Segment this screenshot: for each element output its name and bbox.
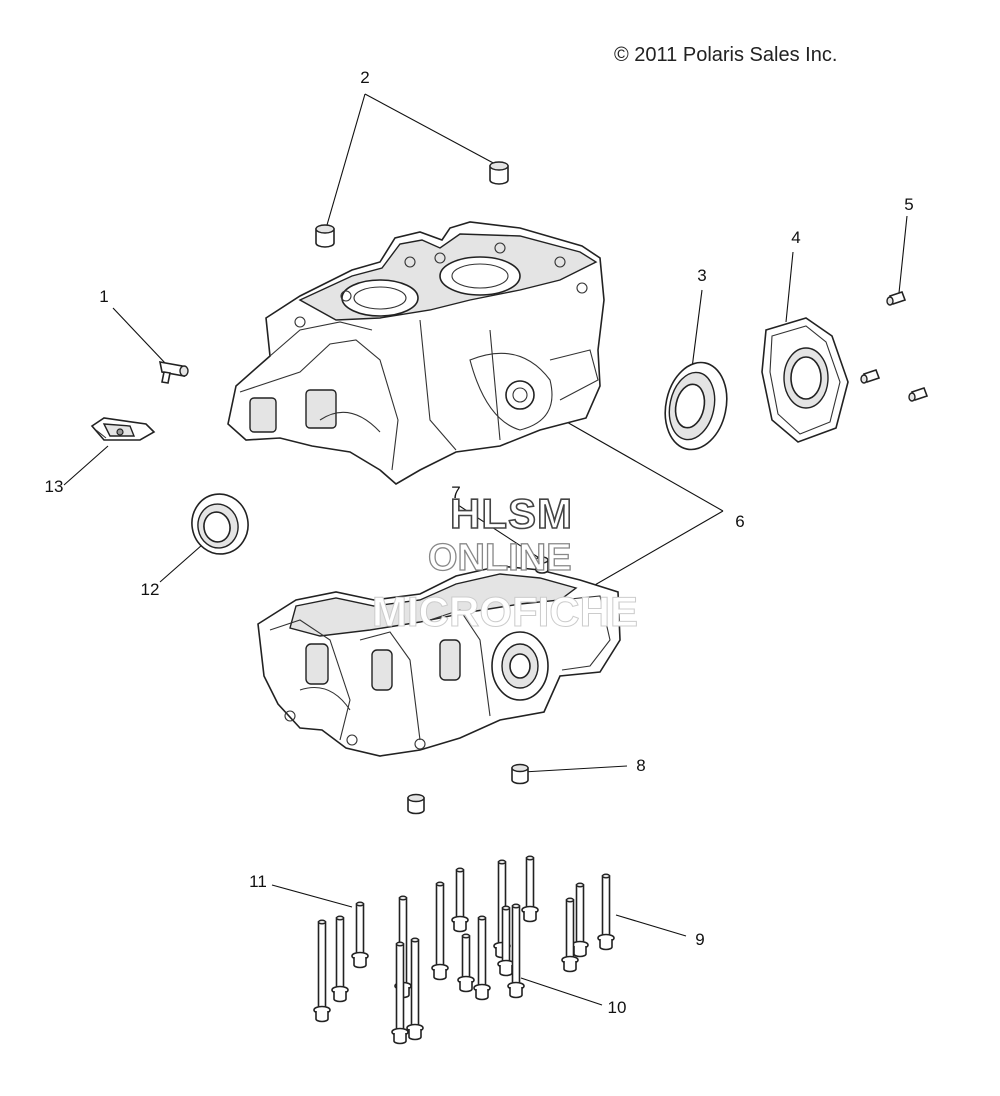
bolt-tip <box>355 901 365 907</box>
callout-10: 10 <box>607 998 627 1017</box>
bolt <box>507 903 525 999</box>
bolt-tip <box>435 881 445 887</box>
bolt-head <box>563 961 577 973</box>
bolt <box>431 881 449 981</box>
bolt-shaft <box>501 907 511 965</box>
bolt-shaft <box>511 905 521 987</box>
bolt-tip <box>455 867 465 873</box>
bolt-shaft <box>525 857 535 911</box>
fitting-part-1 <box>158 361 189 384</box>
callout-3: 3 <box>697 266 707 285</box>
callout-2: 2 <box>360 68 370 87</box>
bolt-head <box>509 987 523 999</box>
bolt <box>521 855 539 923</box>
bolt-head <box>333 991 347 1003</box>
callout-6: 6 <box>735 512 745 531</box>
bolt <box>571 882 589 958</box>
watermark-line-3: MICROFICHE <box>372 588 639 636</box>
bolt-shaft <box>395 943 405 1033</box>
bolt-head <box>599 939 613 951</box>
bolt-tip <box>511 903 521 909</box>
dowel-sleeve-part-8 <box>407 763 529 815</box>
bolt <box>473 915 491 1001</box>
bolt-head <box>353 957 367 969</box>
watermark-line-1: HLSM <box>449 489 573 538</box>
bolt-head <box>393 1033 407 1045</box>
bolt-shaft <box>435 883 445 969</box>
bolt-head <box>459 981 473 993</box>
bolt-tip <box>497 859 507 865</box>
bolt <box>597 873 615 951</box>
bolt <box>406 937 424 1041</box>
callout-13: 13 <box>44 477 64 496</box>
bolt <box>457 933 475 993</box>
bolt-head <box>523 911 537 923</box>
callout-1: 1 <box>99 287 109 306</box>
bolt-tip <box>335 915 345 921</box>
watermark-line-2: ONLINE <box>427 536 572 579</box>
bolt-tip <box>565 897 575 903</box>
bolt-tip <box>477 915 487 921</box>
callout-11: 11 <box>249 872 267 891</box>
bolt-tip <box>317 919 327 925</box>
bolt <box>391 941 409 1045</box>
bolt-tip <box>461 933 471 939</box>
callout-9: 9 <box>695 930 705 949</box>
callout-5: 5 <box>904 195 914 214</box>
copyright-notice: © 2011 Polaris Sales Inc. <box>614 44 838 66</box>
cover-plate-part-4 <box>761 317 849 443</box>
bolt-tip <box>525 855 535 861</box>
bolt-head <box>499 965 513 977</box>
bolt-shaft <box>575 884 585 946</box>
bolt-shaft <box>477 917 487 989</box>
bolt-tip <box>501 905 511 911</box>
bolt-shaft <box>461 935 471 981</box>
bolt <box>561 897 579 973</box>
bolt <box>497 905 515 977</box>
leader-lines <box>63 93 908 1006</box>
seal-part-12 <box>191 493 249 555</box>
bolt-head <box>573 946 587 958</box>
bolt-head <box>433 969 447 981</box>
bolt-head <box>475 989 489 1001</box>
crankcase-lower-half <box>257 565 621 757</box>
bolt-shaft <box>355 903 365 957</box>
crankcase-upper-half <box>227 221 605 485</box>
bolt-head <box>408 1029 422 1041</box>
bolt-head <box>315 1011 329 1023</box>
bolt-tip <box>398 895 408 901</box>
bolt-shaft <box>317 921 327 1011</box>
bolt-shaft <box>410 939 420 1029</box>
bolt <box>331 915 349 1003</box>
bolt-shaft <box>455 869 465 921</box>
dowel-sleeve-part-2 <box>315 161 509 248</box>
callout-12: 12 <box>140 580 160 599</box>
screws-part-5 <box>860 290 929 402</box>
bolt-shaft <box>565 899 575 961</box>
bolt-group <box>313 855 615 1045</box>
bolt-tip <box>601 873 611 879</box>
bolt <box>313 919 331 1023</box>
bolt-tip <box>575 882 585 888</box>
bolt-tip <box>410 937 420 943</box>
bolt-shaft <box>601 875 611 939</box>
dowel-part-7 <box>535 556 549 574</box>
callout-7: 7 <box>451 483 461 502</box>
seal-part-3 <box>664 361 728 451</box>
callout-4: 4 <box>791 228 801 247</box>
bolt-tip <box>395 941 405 947</box>
bolt-shaft <box>335 917 345 991</box>
sensor-part-13 <box>90 417 156 441</box>
bolt <box>351 901 369 969</box>
bolt <box>451 867 469 933</box>
bolt-head <box>453 921 467 933</box>
callout-8: 8 <box>636 756 646 775</box>
